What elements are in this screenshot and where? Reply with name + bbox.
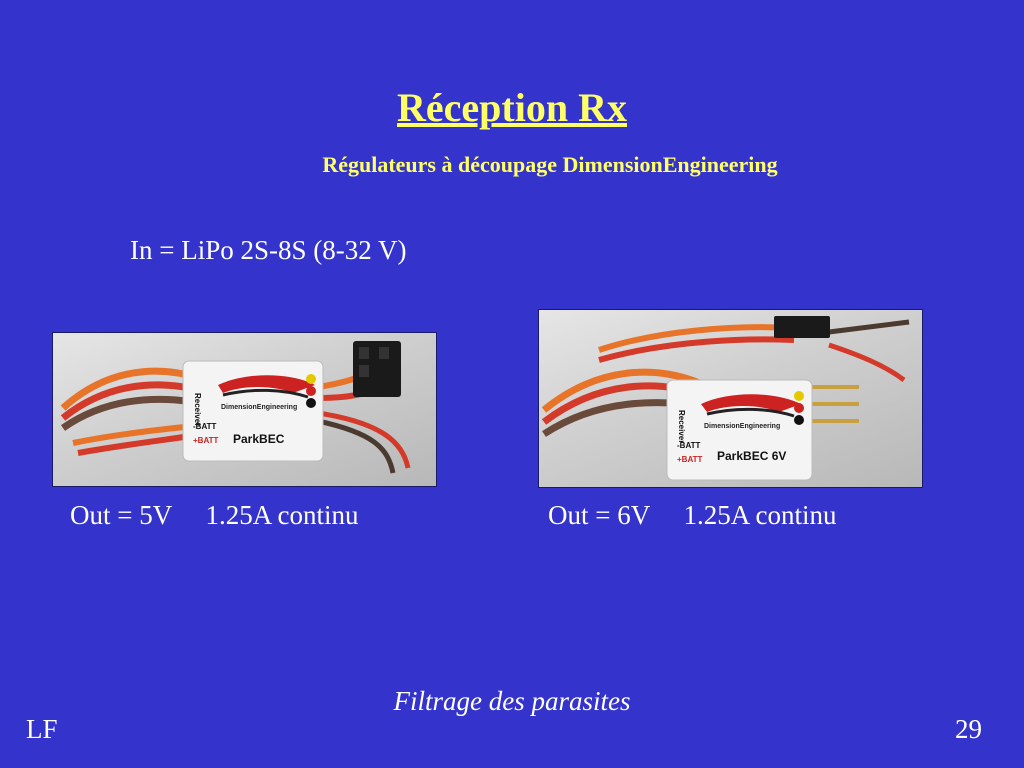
module-side-text: Receiver xyxy=(677,410,686,443)
page-number: 29 xyxy=(955,714,982,744)
input-spec: In = LiPo 2S-8S (8-32 V) xyxy=(130,235,407,265)
module-batt-plus: +BATT xyxy=(193,436,219,445)
caption-parkbec: Out = 5V 1.25A continu xyxy=(70,500,359,530)
module-batt-minus: -BATT xyxy=(677,441,701,450)
module-batt-minus: -BATT xyxy=(193,422,217,431)
parkbec-illustration: DimensionEngineering ParkBEC -BATT +BATT… xyxy=(60,341,411,474)
module-name-text: ParkBEC xyxy=(233,432,285,446)
slide-title: Réception Rx xyxy=(397,85,627,130)
parkbec-6v-illustration: DimensionEngineering ParkBEC 6V -BATT +B… xyxy=(541,316,910,481)
module-name-text: ParkBEC 6V xyxy=(717,449,786,463)
product-photo-parkbec-6v: DimensionEngineering ParkBEC 6V -BATT +B… xyxy=(538,309,923,488)
slide-subtitle: Régulateurs à découpage DimensionEnginee… xyxy=(322,152,778,177)
module-brand-text: DimensionEngineering xyxy=(704,423,780,430)
module-brand-text: DimensionEngineering xyxy=(221,404,297,411)
product-photo-parkbec: DimensionEngineering ParkBEC -BATT +BATT… xyxy=(52,332,437,487)
module-side-text: Receiver xyxy=(193,393,202,426)
author-initials: LF xyxy=(26,714,58,744)
caption-parkbec-6v: Out = 6V 1.25A continu xyxy=(548,500,837,530)
module-batt-plus: +BATT xyxy=(677,455,703,464)
footer-note: Filtrage des parasites xyxy=(393,686,631,716)
